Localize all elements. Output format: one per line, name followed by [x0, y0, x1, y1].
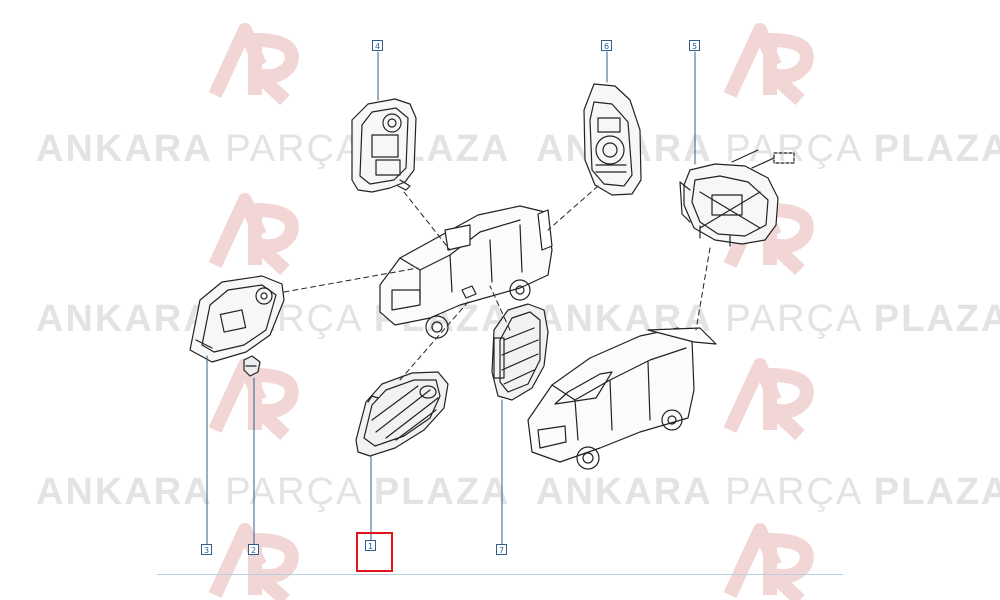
bottom-divider	[157, 574, 843, 575]
part-2-screw	[243, 355, 261, 377]
watermark-text: ANKARA PARÇA PLAZA	[536, 471, 1000, 513]
van-upper	[379, 205, 553, 339]
callout-3[interactable]: 3	[201, 544, 212, 555]
part-4-lamp-housing	[351, 98, 417, 193]
leader-lines	[283, 149, 759, 381]
watermark-logo	[208, 23, 299, 106]
callout-5[interactable]: 5	[689, 40, 700, 51]
callout-2[interactable]: 2	[248, 544, 259, 555]
part-1-lens	[355, 371, 449, 457]
watermark-logo	[723, 523, 814, 600]
watermark-logo	[723, 358, 814, 441]
callout-7[interactable]: 7	[496, 544, 507, 555]
selected-part-highlight	[356, 532, 393, 572]
part-3-lamp	[189, 275, 285, 363]
part-7-lens	[491, 303, 549, 401]
watermark-logo	[723, 23, 814, 106]
callout-6[interactable]: 6	[601, 40, 612, 51]
callout-lines	[206, 51, 696, 545]
callout-4[interactable]: 4	[372, 40, 383, 51]
callout-1[interactable]: 1	[365, 540, 376, 551]
part-6-lamp	[583, 83, 642, 196]
van-lower	[527, 327, 717, 470]
part-5-lamp	[679, 152, 795, 247]
watermark-text: ANKARA PARÇA PLAZA	[36, 471, 511, 513]
watermark-logo	[208, 193, 299, 276]
